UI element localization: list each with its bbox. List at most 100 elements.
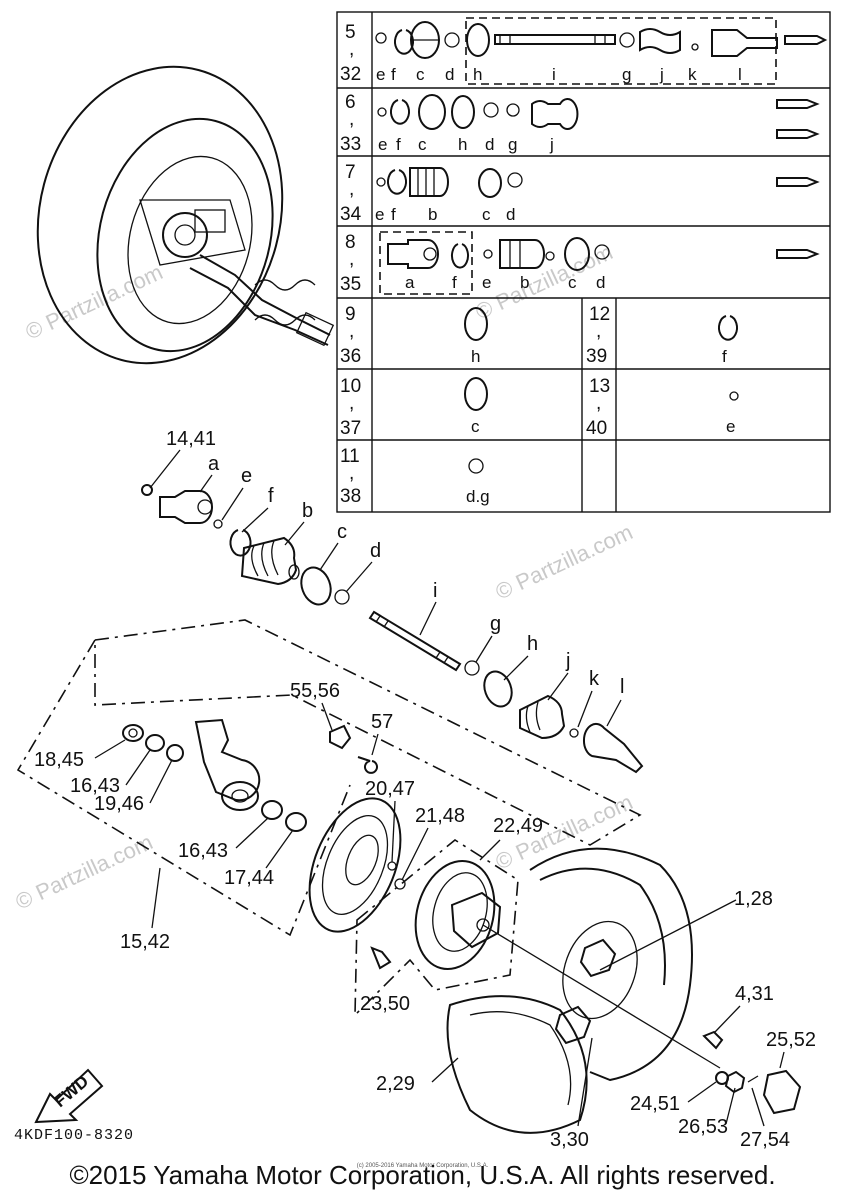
kit-number: 10 xyxy=(340,376,361,397)
tire-wheel-assembly: 1,28 4,31 25,52 2,29 24,51 26,53 27,54 3… xyxy=(376,847,816,1151)
callout-1-28: 1,28 xyxy=(734,888,773,910)
callout-i: i xyxy=(433,580,437,602)
callout-22-49: 22,49 xyxy=(493,815,543,837)
kit-reference-table: 5 , 32 e f c d h i g j k l xyxy=(336,11,831,513)
kit-letter: l xyxy=(738,65,742,84)
kit-letter: j xyxy=(549,135,554,154)
callout-c: c xyxy=(337,521,347,543)
kit-letter: f xyxy=(396,135,401,154)
kit-letter: b xyxy=(520,273,529,292)
callout-b: b xyxy=(302,500,313,522)
kit-number: 6 xyxy=(345,92,356,113)
kit-number: 9 xyxy=(345,304,356,325)
kit-number: , xyxy=(349,39,354,60)
kit-letter: e xyxy=(375,205,384,224)
kit-row-11-38: 11 , 38 d.g xyxy=(340,446,490,507)
kit-letter: c xyxy=(482,205,491,224)
forward-arrow-icon: FWD xyxy=(34,1068,104,1124)
kit-letter: d xyxy=(445,65,454,84)
kit-number: , xyxy=(349,321,354,342)
kit-number: , xyxy=(349,463,354,484)
kit-number: 34 xyxy=(340,204,362,225)
kit-number: 7 xyxy=(345,162,356,183)
callout-l: l xyxy=(620,676,624,698)
callout-2-29: 2,29 xyxy=(376,1073,415,1095)
callout-16-43: 16,43 xyxy=(70,775,120,797)
kit-letter: h xyxy=(471,347,480,366)
kit-letter: d.g xyxy=(466,487,490,506)
callout-f: f xyxy=(268,485,274,507)
reference-wheel-illustration xyxy=(36,65,335,365)
kit-number: 38 xyxy=(340,486,361,507)
callout-g: g xyxy=(490,613,501,635)
kit-number: 39 xyxy=(586,346,607,367)
kit-number: 5 xyxy=(345,22,356,43)
kit-letter: f xyxy=(722,347,727,366)
callout-h: h xyxy=(527,633,538,655)
callout-d: d xyxy=(370,540,381,562)
callout-17-44: 17,44 xyxy=(224,867,274,889)
callout-55-56: 55,56 xyxy=(290,680,340,702)
kit-number: 12 xyxy=(589,304,610,325)
kit-number: 36 xyxy=(340,346,361,367)
kit-number: , xyxy=(349,393,354,414)
kit-letter: c xyxy=(416,65,425,84)
callout-j: j xyxy=(565,650,570,672)
small-copyright: (c) 2005-2016 Yamaha Motor Corporation, … xyxy=(356,1163,489,1169)
callout-25-52: 25,52 xyxy=(766,1029,816,1051)
callout-a: a xyxy=(208,453,220,475)
driveshaft-exploded-view: 14,41 a e f b c d i g h j xyxy=(141,428,644,774)
kit-number: , xyxy=(349,109,354,130)
kit-letter: e xyxy=(376,65,385,84)
kit-row-7-34: 7 , 34 e f b c d xyxy=(340,162,820,225)
kit-number: 11 xyxy=(340,446,360,467)
callout-24-51: 24,51 xyxy=(630,1093,680,1115)
kit-number: 8 xyxy=(345,232,356,253)
fwd-label: FWD xyxy=(50,1072,92,1111)
kit-letter: e xyxy=(482,273,491,292)
callout-15-42: 15,42 xyxy=(120,931,170,953)
watermark: © Partzilla.com xyxy=(492,519,637,604)
kit-letter: a xyxy=(405,273,415,292)
kit-letter: j xyxy=(659,65,664,84)
callout-27-54: 27,54 xyxy=(740,1129,790,1151)
kit-letter: f xyxy=(452,273,457,292)
kit-letter: d xyxy=(506,205,515,224)
kit-number: , xyxy=(596,393,601,414)
kit-number: 32 xyxy=(340,64,361,85)
callout-21-48: 21,48 xyxy=(415,805,465,827)
kit-letter: i xyxy=(552,65,556,84)
kit-letter: c xyxy=(471,417,480,436)
kit-row-5-32: 5 , 32 e f c d h i g j k l xyxy=(340,17,828,85)
kit-letter: b xyxy=(428,205,437,224)
callout-20-47: 20,47 xyxy=(365,778,415,800)
kit-row-6-33: 6 , 33 e f c h d g j xyxy=(340,92,820,155)
kit-number: , xyxy=(349,179,354,200)
kit-letter: d xyxy=(596,273,605,292)
diagram-code: 4KDF100-8320 xyxy=(14,1127,135,1144)
kit-letter: h xyxy=(473,65,482,84)
kit-row-9-36: 9 , 36 h 12 , 39 f xyxy=(340,304,738,367)
kit-number: 37 xyxy=(340,418,361,439)
kit-letter: f xyxy=(391,65,396,84)
kit-row-10-37: 10 , 37 c 13 , 40 e xyxy=(340,376,739,439)
callout-18-45: 18,45 xyxy=(34,749,84,771)
callout-16-43: 16,43 xyxy=(178,840,228,862)
callout-23-50: 23,50 xyxy=(360,993,410,1015)
callout-14-41: 14,41 xyxy=(166,428,216,450)
watermark: © Partzilla.com xyxy=(12,829,157,914)
knuckle-assembly: 55,56 57 18,45 16,43 19,46 16,43 17,44 1… xyxy=(16,619,642,953)
kit-letter: f xyxy=(391,205,396,224)
kit-number: 33 xyxy=(340,134,361,155)
kit-letter: c xyxy=(568,273,577,292)
callout-57: 57 xyxy=(371,711,393,733)
callout-4-31: 4,31 xyxy=(735,983,774,1005)
callout-3-30: 3,30 xyxy=(550,1129,589,1151)
copyright-notice: ©2015 Yamaha Motor Corporation, U.S.A. A… xyxy=(69,1160,776,1190)
kit-number: 35 xyxy=(340,274,361,295)
kit-number: 13 xyxy=(589,376,610,397)
kit-number: , xyxy=(349,249,354,270)
kit-row-8-35: 8 , 35 a f e b c d xyxy=(340,231,820,295)
kit-letter: g xyxy=(508,135,517,154)
